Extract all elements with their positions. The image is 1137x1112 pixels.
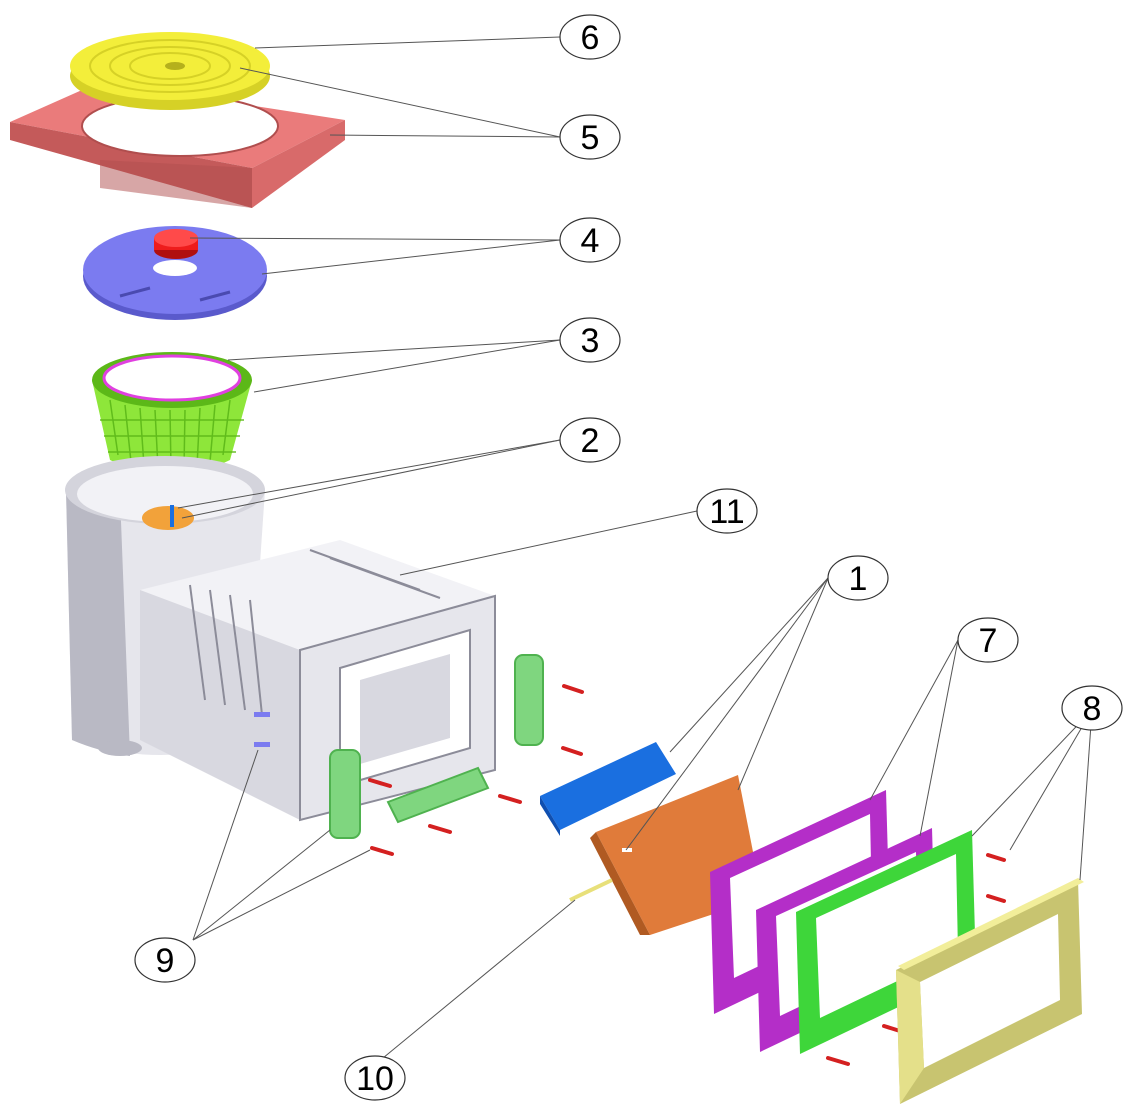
weir-flap-valve	[142, 505, 194, 530]
callout-9: 9	[134, 937, 196, 983]
callout-11-label: 11	[709, 493, 744, 531]
mounting-strip	[329, 749, 361, 839]
faceplate	[896, 878, 1084, 1104]
mounting-strip	[514, 654, 544, 746]
deck-collar	[10, 82, 345, 208]
callout-3-label: 3	[581, 322, 600, 360]
callout-9-label: 9	[156, 942, 175, 980]
callout-6-label: 6	[581, 19, 600, 57]
callout-8-label: 8	[1083, 690, 1102, 728]
check-valve	[154, 229, 198, 259]
callout-10-label: 10	[356, 1060, 394, 1098]
screw	[986, 853, 1006, 862]
screw	[561, 746, 583, 756]
weir-blue	[540, 742, 676, 836]
callout-4-label: 4	[581, 222, 600, 260]
callout-6: 6	[559, 14, 621, 60]
callout-2-label: 2	[581, 422, 600, 460]
screw	[428, 824, 452, 834]
screw	[498, 794, 522, 804]
callout-2: 2	[559, 417, 621, 463]
screw	[370, 846, 394, 856]
screw	[986, 894, 1006, 903]
callout-1: 1	[827, 555, 889, 601]
skimmer-body	[65, 456, 496, 822]
callout-5-label: 5	[581, 119, 600, 157]
callout-8: 8	[1061, 685, 1123, 731]
callout-7: 7	[957, 617, 1019, 663]
callout-10: 10	[344, 1055, 406, 1101]
callout-1-label: 1	[849, 560, 868, 598]
mounting-strip	[386, 766, 490, 824]
callout-11: 11	[696, 488, 758, 534]
callout-3: 3	[559, 317, 621, 363]
callout-4: 4	[559, 217, 621, 263]
gasket-green	[796, 830, 976, 1054]
callout-7-label: 7	[979, 622, 998, 660]
callout-5: 5	[559, 114, 621, 160]
leader-lines	[177, 36, 1093, 1059]
skimmer-lid	[70, 32, 270, 110]
skimmer-basket	[92, 352, 252, 475]
screw	[826, 1056, 850, 1066]
screw	[562, 684, 584, 694]
screw	[368, 778, 392, 788]
mounting-strips	[329, 654, 544, 839]
screw	[882, 1024, 902, 1033]
float-plate	[83, 226, 267, 320]
weir-rod	[569, 878, 613, 902]
